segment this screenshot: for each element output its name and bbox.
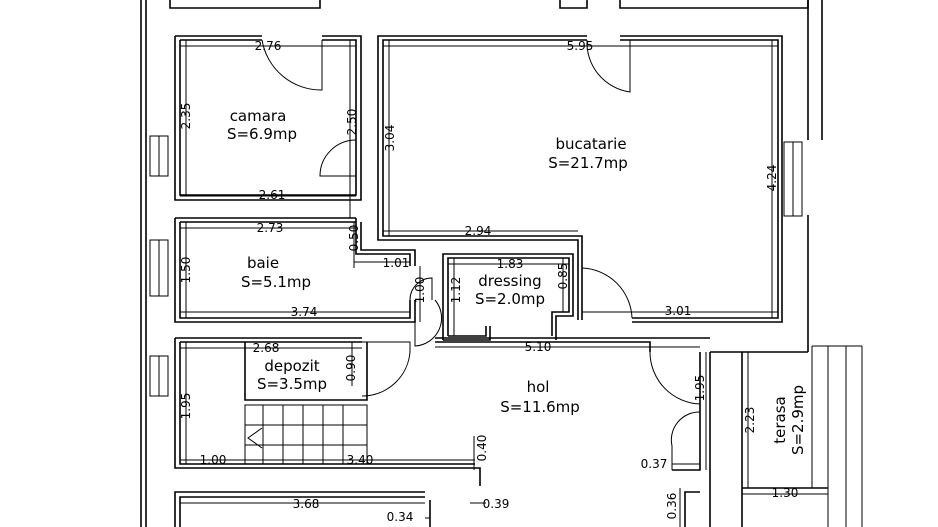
bucatarie-area: S=21.7mp	[548, 154, 628, 172]
dim-dressing-left: 1.12	[449, 277, 463, 304]
dim-baie-bottom: 3.74	[291, 305, 318, 319]
dim-step-c: 0.34	[387, 510, 414, 524]
dim-depozit-width: 2.68	[253, 341, 280, 355]
dim-baie-top: 2.73	[257, 221, 284, 235]
dressing-name: dressing	[478, 272, 541, 290]
baie-area: S=5.1mp	[241, 273, 311, 291]
room-depozit: depozit S=3.5mp	[149, 337, 481, 486]
room-camara: camara S=6.9mp	[149, 35, 362, 201]
hol-area: S=11.6mp	[500, 398, 580, 416]
dim-bucatarie-mid: 2.94	[465, 224, 492, 238]
dim-bucatarie-bottom: 3.01	[665, 304, 692, 318]
dim-camara-bottom: 2.61	[259, 188, 286, 202]
dim-terasa-height: 2.23	[743, 407, 757, 434]
dim-baie-door: 1.00	[413, 277, 427, 304]
terasa-name: terasa	[771, 396, 789, 443]
camara-name: camara	[230, 107, 287, 125]
dim-depozit-height: 0.90	[344, 355, 358, 382]
depozit-name: depozit	[264, 357, 319, 375]
dim-bucatarie-top: 5.95	[567, 39, 594, 53]
dim-baie-height: 1.50	[179, 257, 193, 284]
dimension-lines: 2.76 2.61 2.35 2.50 5.95 3.04 4.24 2.94 …	[179, 39, 828, 527]
dim-baie-step: 1.01	[383, 256, 410, 270]
dim-step-a: 0.40	[475, 435, 489, 462]
dim-camara-right: 2.50	[345, 109, 359, 136]
hol-name: hol	[527, 378, 550, 396]
dim-terasa-width: 1.30	[772, 486, 799, 500]
exterior-walls	[140, 0, 823, 527]
dim-hol-right: 1.95	[693, 375, 707, 402]
dim-stair-height: 1.95	[179, 393, 193, 420]
camara-area: S=6.9mp	[227, 125, 297, 143]
dim-dressing-width: 1.83	[497, 257, 524, 271]
dim-camara-height: 2.35	[179, 103, 193, 130]
dim-stair-offset: 1.00	[200, 453, 227, 467]
dim-baie-offset: 0.50	[347, 225, 361, 252]
terasa-area: S=2.9mp	[789, 385, 807, 455]
dim-camara-top: 2.76	[255, 39, 282, 53]
dim-step-b: 0.39	[483, 497, 510, 511]
dim-bucatarie-left: 3.04	[383, 125, 397, 152]
room-hol: hol S=11.6mp	[435, 337, 711, 527]
room-baie: baie S=5.1mp	[149, 217, 443, 347]
room-bucatarie: bucatarie S=21.7mp	[377, 35, 803, 323]
dim-door-offset: 0.37	[641, 457, 668, 471]
dressing-area: S=2.0mp	[475, 290, 545, 308]
bottom-rooms	[174, 491, 700, 527]
dim-dressing-right: 0.85	[556, 263, 570, 290]
baie-name: baie	[247, 254, 279, 272]
staircase	[244, 404, 368, 465]
depozit-area: S=3.5mp	[257, 375, 327, 393]
room-dressing: dressing S=2.0mp	[442, 253, 574, 341]
dim-hol-width: 5.10	[525, 340, 552, 354]
bucatarie-name: bucatarie	[555, 135, 626, 153]
dim-bottom-room-width: 3.68	[293, 497, 320, 511]
dim-wall-bottom: 0.36	[665, 493, 679, 520]
dim-stair-width: 3.40	[347, 453, 374, 467]
dim-bucatarie-right: 4.24	[765, 165, 779, 192]
room-terasa: terasa S=2.9mp	[741, 345, 863, 527]
